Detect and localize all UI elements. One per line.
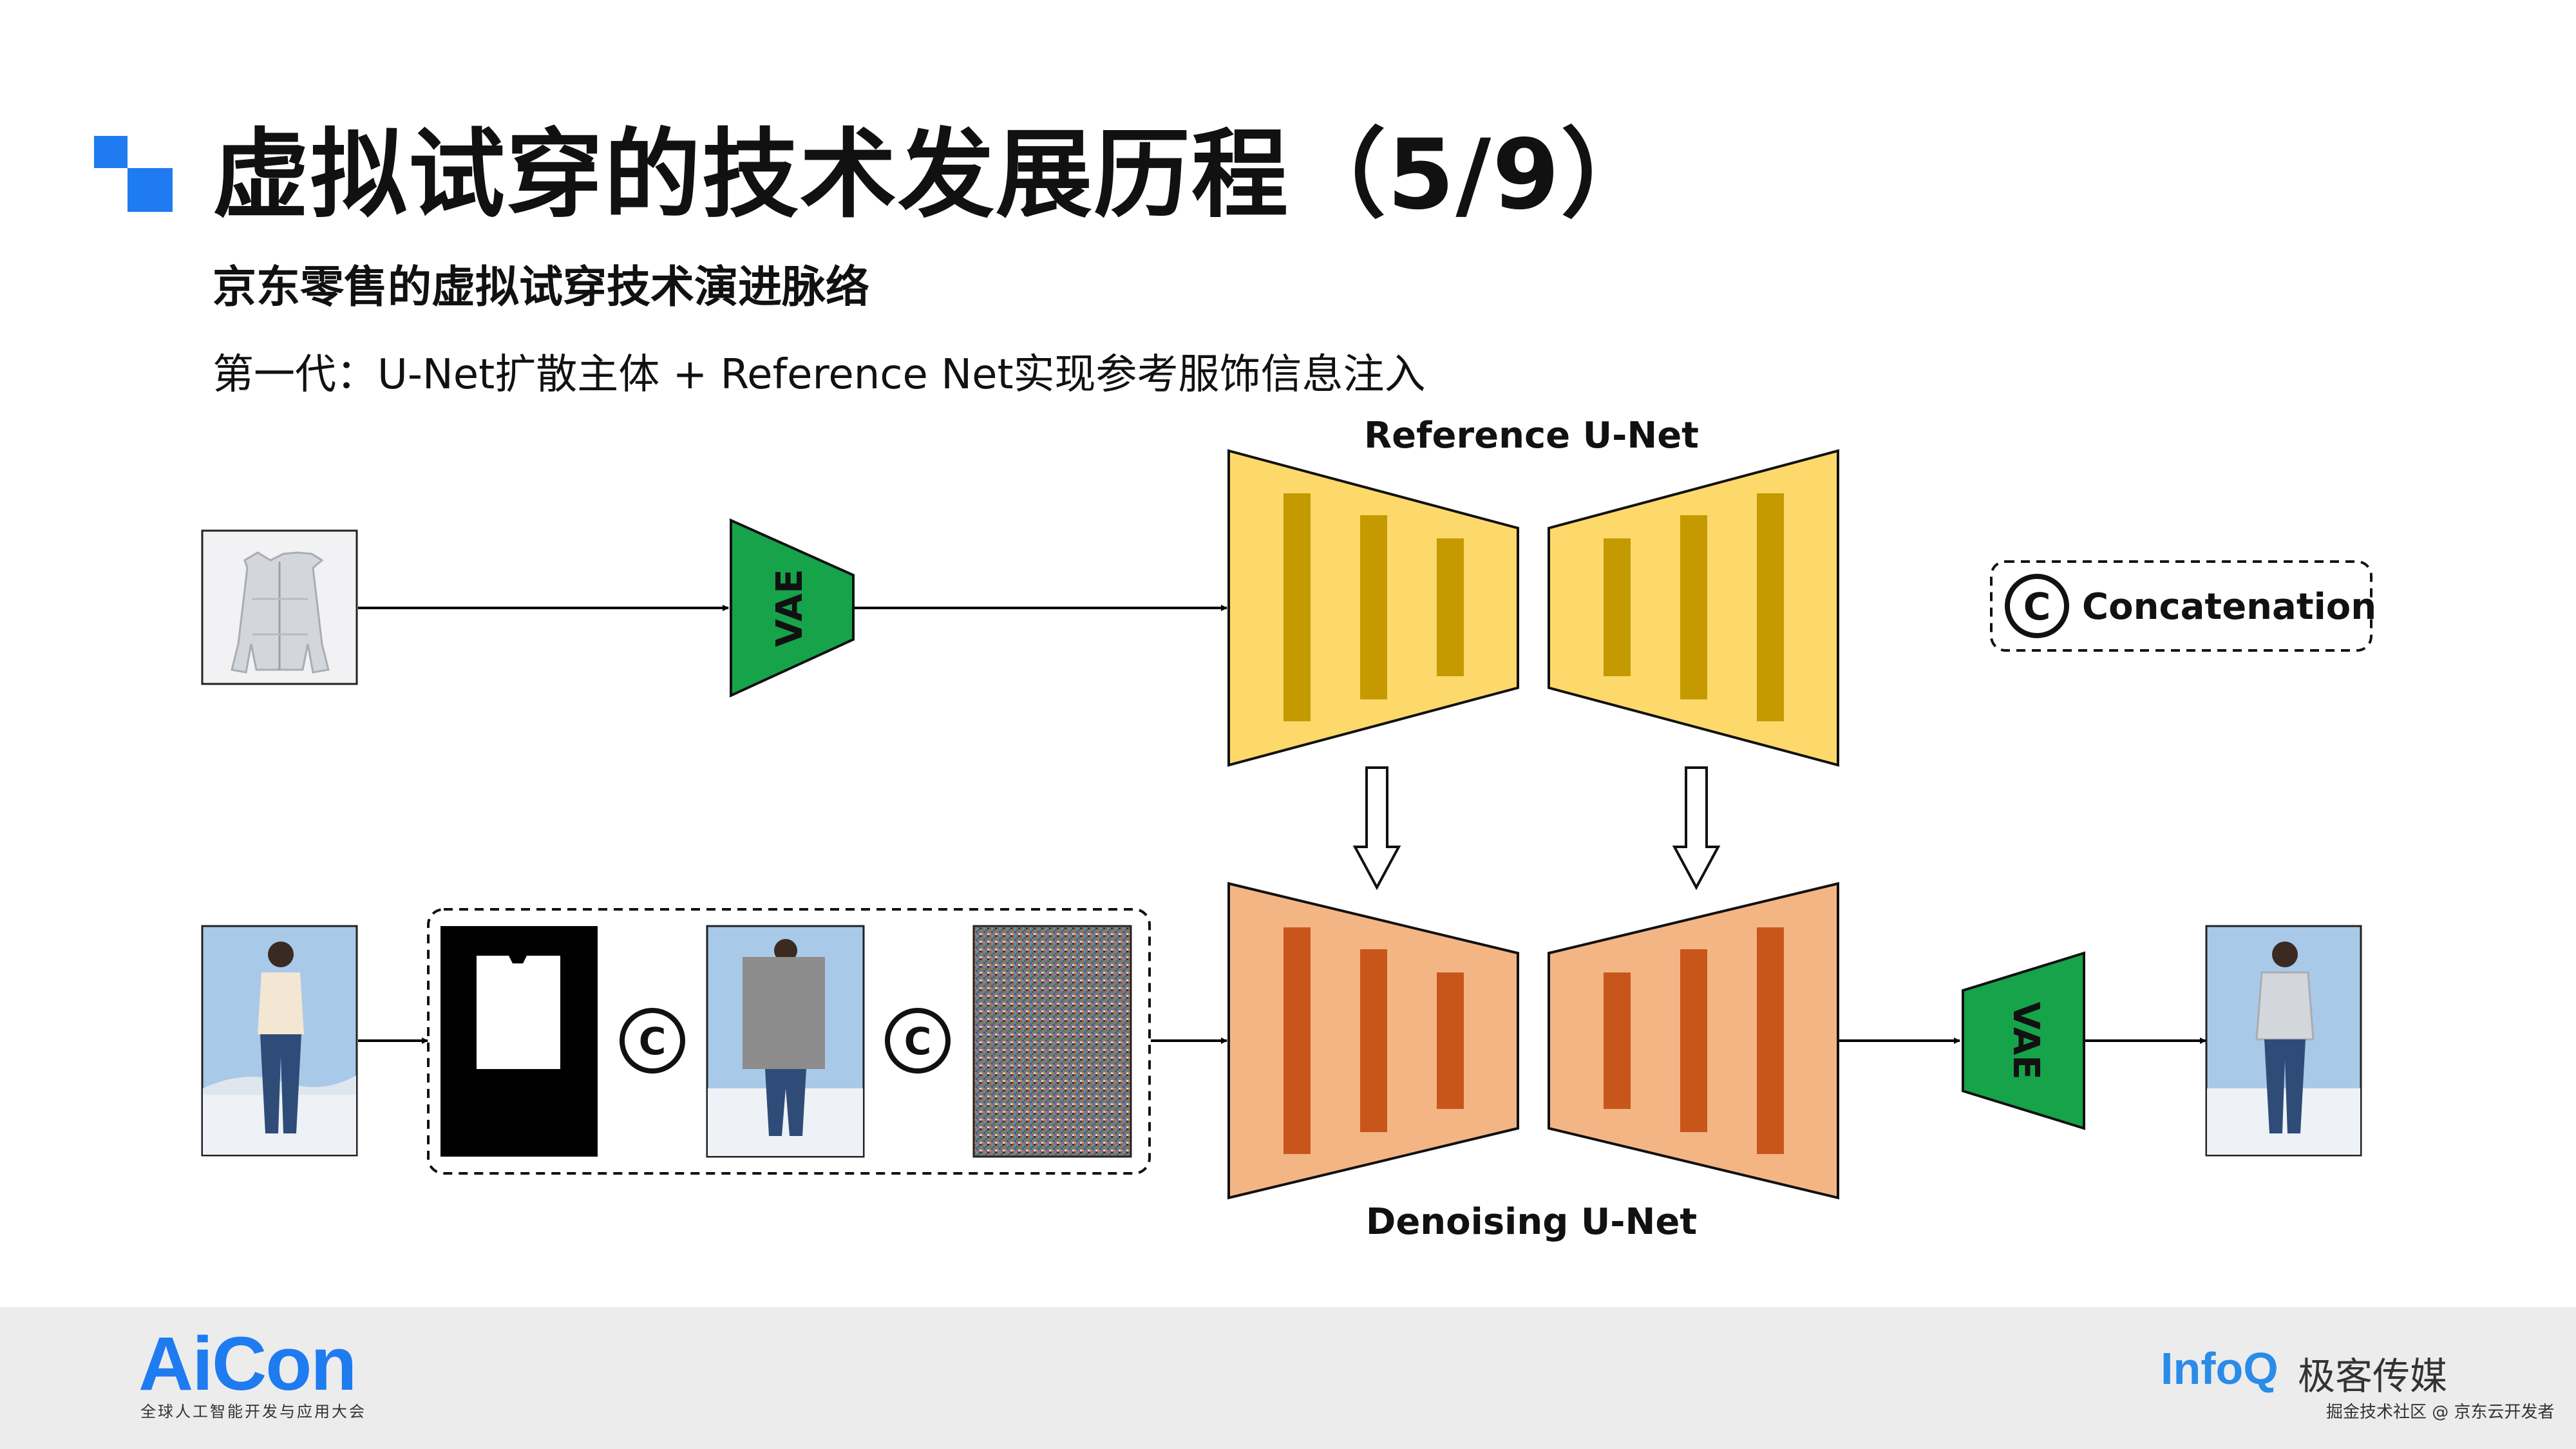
title-decoration-icon — [94, 136, 173, 212]
denoising-unet — [1227, 882, 1839, 1200]
denoising-unet-bar — [1360, 949, 1387, 1132]
aicon-logo: AiCon — [138, 1321, 357, 1406]
generation-description: 第一代：U-Net扩散主体 + Reference Net实现参考服饰信息注入 — [213, 351, 1426, 399]
jike-media-logo: 极客传媒 — [2298, 1354, 2448, 1398]
denoising-unet-bar — [1680, 949, 1707, 1132]
output-image — [2205, 925, 2362, 1157]
denoising-unet-bar — [1604, 972, 1631, 1109]
reference-unet-bar — [1680, 515, 1707, 699]
injection-arrow-left — [1352, 766, 1401, 891]
svg-text:C: C — [904, 1019, 932, 1063]
reference-unet — [1227, 449, 1839, 767]
reference-unet-bar — [1757, 493, 1784, 721]
mask-image — [440, 926, 598, 1157]
reference-unet-bar — [1283, 493, 1311, 721]
vae-label-top: VAE — [769, 569, 811, 647]
denoising-unet-bar — [1283, 927, 1311, 1154]
concat-symbol-2: C — [885, 1008, 951, 1074]
concat-symbol-1: C — [620, 1008, 685, 1074]
masked-person-image — [706, 925, 865, 1158]
legend-box — [1990, 560, 2372, 652]
garment-image — [201, 529, 358, 685]
denoising-unet-bar — [1437, 972, 1464, 1109]
vae-label-bottom: VAE — [2005, 1001, 2047, 1079]
denoising-unet-bar — [1757, 927, 1784, 1154]
vae-encoder-top: VAE — [730, 518, 855, 698]
svg-text:C: C — [639, 1019, 667, 1063]
source-credit: 掘金技术社区 @ 京东云开发者 — [2326, 1403, 2555, 1422]
reference-unet-bar — [1437, 538, 1464, 676]
input-group — [427, 908, 1151, 1175]
noise-image — [972, 925, 1132, 1158]
infoq-logo: InfoQ — [2161, 1343, 2278, 1394]
denoising-unet-label: Denoising U-Net — [1366, 1201, 1697, 1243]
vae-decoder-bottom-shape — [1962, 951, 2085, 1130]
vae-decoder-bottom: VAE — [1962, 951, 2085, 1130]
concat-icon — [2005, 574, 2069, 638]
legend: C Concatenation — [1990, 560, 2376, 652]
footer — [0, 1307, 2576, 1449]
architecture-diagram: VAE Reference U-Net C Concatenation — [201, 415, 2376, 1243]
page-title: 虚拟试穿的技术发展历程（5/9） — [213, 119, 1659, 231]
legend-label: Concatenation — [2082, 586, 2376, 628]
injection-arrow-right — [1672, 766, 1721, 891]
reference-unet-bar — [1604, 538, 1631, 676]
reference-unet-bar — [1360, 515, 1387, 699]
page-subtitle: 京东零售的虚拟试穿技术演进脉络 — [213, 262, 870, 313]
person-image — [201, 925, 358, 1157]
vae-encoder-top-shape — [730, 518, 855, 698]
concat-icon-letter: C — [2023, 585, 2051, 629]
reference-unet-label: Reference U-Net — [1364, 415, 1699, 457]
aicon-tagline: 全球人工智能开发与应用大会 — [140, 1403, 366, 1421]
